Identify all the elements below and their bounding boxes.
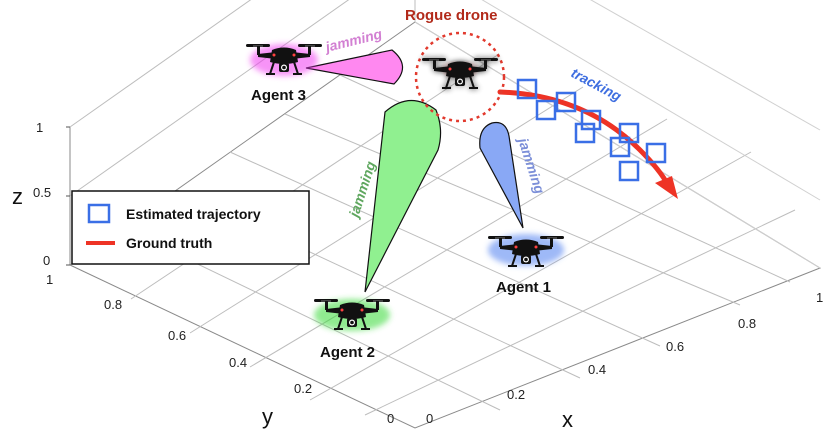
legend: Estimated trajectory Ground truth [71,190,310,265]
legend-estimated-symbol [87,203,111,224]
agent2-label: Agent 2 [320,344,375,361]
y-tick-0-6: 0.6 [168,328,186,343]
agent3-label: Agent 3 [251,87,306,104]
jamming-label-agent1: jamming [515,134,549,196]
rogue-drone-icon [421,57,499,89]
estimate-marker [609,136,631,158]
y-tick-0-2: 0.2 [294,381,312,396]
z-axis-label: z [12,184,23,209]
y-tick-0-4: 0.4 [229,355,247,370]
z-ticks-marks [66,126,70,266]
estimate-marker [645,142,667,164]
jamming-beam-agent1 [479,121,524,229]
x-tick-0-2: 0.2 [507,387,525,402]
tracking-label: tracking [569,65,625,105]
z-tick-0-5: 0.5 [33,185,51,200]
x-tick-1: 1 [816,290,823,305]
x-tick-0: 0 [426,411,433,426]
x-axis-label: x [562,407,573,432]
y-tick-0: 0 [387,411,394,426]
agent1-label: Agent 1 [496,279,551,296]
estimate-marker [574,122,596,144]
x-tick-0-6: 0.6 [666,339,684,354]
estimate-marker [516,78,538,100]
x-tick-0-8: 0.8 [738,316,756,331]
rogue-drone-label: Rogue drone [405,7,498,24]
z-tick-0: 0 [43,253,50,268]
y-axis-ticks: 1 0.8 0.6 0.4 0.2 0 [46,272,394,426]
legend-ground-truth-label: Ground truth [126,235,212,251]
estimate-marker [535,99,557,121]
estimate-marker [580,109,602,131]
estimated-trajectory [516,78,667,182]
estimate-marker [618,160,640,182]
legend-box [71,190,310,265]
estimate-marker [555,91,577,113]
y-axis-label: y [262,404,273,429]
rogue-drone-ring [414,31,506,123]
x-axis-ticks: 0 0.2 0.4 0.6 0.8 1 [426,290,823,426]
z-axis-ticks: 1 0.5 0 [33,120,51,268]
jamming-beam-agent2 [364,99,442,293]
y-tick-1: 1 [46,272,53,287]
x-tick-0-4: 0.4 [588,362,606,377]
legend-estimated-label: Estimated trajectory [126,206,261,222]
z-tick-1: 1 [36,120,43,135]
y-tick-0-8: 0.8 [104,297,122,312]
jamming-beam-agent3 [305,49,404,85]
ground-truth-arrowhead [655,176,678,199]
